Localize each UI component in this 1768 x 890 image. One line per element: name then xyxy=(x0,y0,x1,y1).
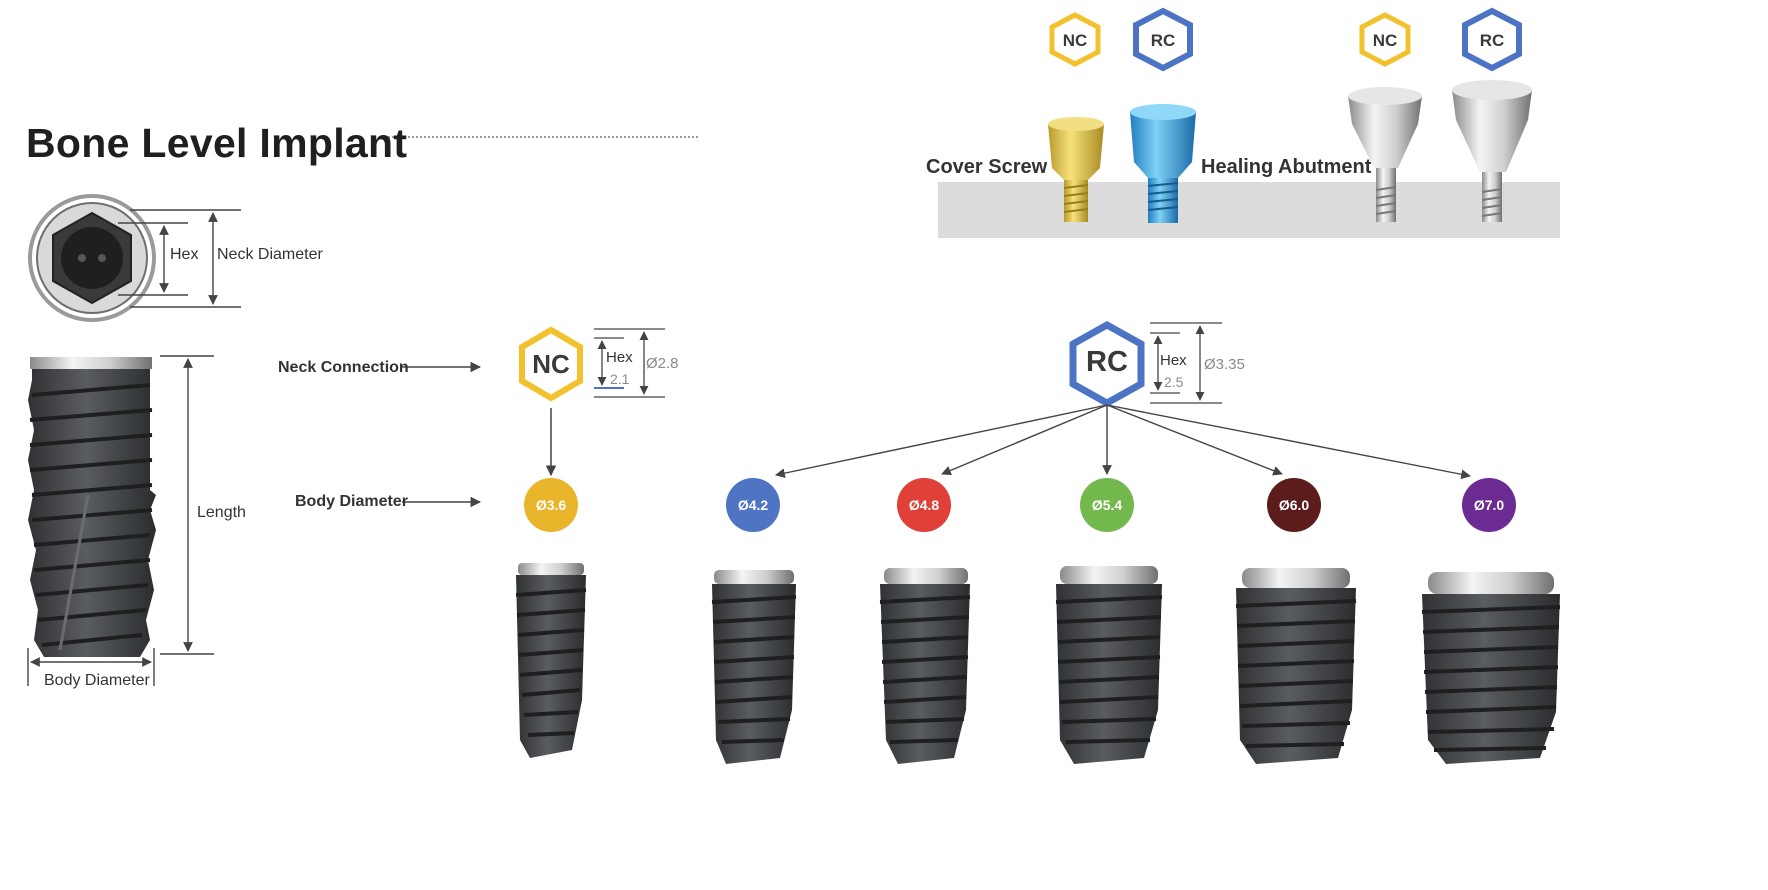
component-badge-rc-1-label: RC xyxy=(1151,31,1176,50)
component-badge-rc-2-label: RC xyxy=(1480,31,1505,50)
component-badge-nc-2 xyxy=(1359,12,1411,67)
healing-abutment-nc xyxy=(1348,87,1422,222)
body-diameter-label-3-6: Ø3.6 xyxy=(536,497,567,513)
implant-top-view xyxy=(28,194,156,322)
rc-connection-label: RC xyxy=(1086,346,1128,378)
implant-5-4 xyxy=(1055,566,1163,764)
side-view-dimensions xyxy=(27,355,214,686)
cover-screw-label: Cover Screw xyxy=(926,156,1048,178)
cover-screw-rc xyxy=(1130,104,1196,223)
nc-dimensions xyxy=(594,328,665,398)
body-diameter-label-6-0: Ø6.0 xyxy=(1279,497,1310,513)
implant-7-0 xyxy=(1421,572,1561,764)
nc-hex-label: Hex xyxy=(606,349,633,366)
healing-abutment-label: Healing Abutment xyxy=(1201,156,1372,178)
body-diameter-circle-4-8 xyxy=(897,478,951,532)
nc-connection-badge xyxy=(519,326,583,402)
body-diameter-row-label: Body Diameter xyxy=(295,493,408,510)
body-diameter-label-5-4: Ø5.4 xyxy=(1092,497,1123,513)
body-diameter-label-4-2: Ø4.2 xyxy=(738,497,769,513)
implant-4-8 xyxy=(879,568,971,764)
body-diameter-circle-6-0 xyxy=(1267,478,1321,532)
neck-diameter-label: Neck Diameter xyxy=(217,246,323,263)
hex-label: Hex xyxy=(170,246,199,263)
body-diameter-circle-5-4 xyxy=(1080,478,1134,532)
body-diameter-circle-3-6 xyxy=(524,478,578,532)
gingiva-band xyxy=(938,182,1560,238)
nc-hex-value: 2.1 xyxy=(610,371,630,387)
rc-neck-diameter: Ø3.35 xyxy=(1204,356,1245,373)
rc-to-body-arrows xyxy=(775,404,1471,480)
page-title: Bone Level Implant xyxy=(26,120,408,166)
nc-connection-label: NC xyxy=(532,349,570,379)
implant-3-6 xyxy=(515,563,587,758)
body-diameter-dimension-label: Body Diameter xyxy=(44,672,150,689)
body-diameter-label-7-0: Ø7.0 xyxy=(1474,497,1505,513)
rc-connection-badge xyxy=(1069,320,1145,408)
rc-hex-label: Hex xyxy=(1160,352,1187,369)
component-badge-nc-1-label: NC xyxy=(1063,31,1088,50)
length-label: Length xyxy=(197,504,246,521)
component-badge-nc-2-label: NC xyxy=(1373,31,1398,50)
component-badge-nc-1 xyxy=(1049,12,1101,67)
top-view-dimensions xyxy=(118,209,241,308)
cover-screw-nc xyxy=(1048,117,1104,222)
implant-4-2 xyxy=(711,570,797,764)
body-diameter-label-4-8: Ø4.8 xyxy=(909,497,940,513)
component-badge-rc-1 xyxy=(1133,7,1193,72)
implant-6-0 xyxy=(1235,568,1357,764)
healing-abutment-rc xyxy=(1452,80,1532,222)
implant-side-view xyxy=(28,357,156,657)
nc-neck-diameter: Ø2.8 xyxy=(646,355,679,372)
rc-hex-value: 2.5 xyxy=(1164,374,1184,390)
component-badge-rc-2 xyxy=(1462,7,1522,72)
rc-dimensions xyxy=(1150,322,1222,404)
body-diameter-circle-7-0 xyxy=(1462,478,1516,532)
body-diameter-circle-4-2 xyxy=(726,478,780,532)
neck-connection-row-label: Neck Connection xyxy=(278,359,409,376)
